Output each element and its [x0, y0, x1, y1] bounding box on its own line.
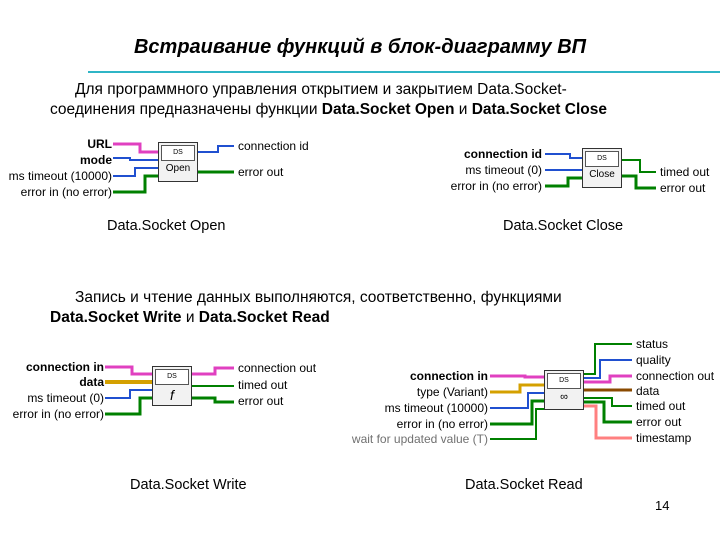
read-glasses-icon: ∞: [560, 391, 568, 403]
close-caption: Data.Socket Close: [503, 218, 624, 234]
ds-tag: DS: [547, 373, 581, 389]
open-out-connection-id: connection id: [238, 139, 309, 153]
open-in-mode: mode: [79, 153, 112, 167]
read-out-data: data: [636, 384, 660, 398]
write-f-icon: f: [170, 387, 174, 403]
read-wires: [490, 343, 632, 440]
read-in-connection: connection in: [410, 369, 488, 383]
close-wires: [545, 153, 656, 190]
open-node-icon: DS Open: [158, 142, 198, 182]
read-in-type: type (Variant): [416, 385, 488, 399]
open-out-error: error out: [238, 165, 284, 179]
rw-line-1: Запись и чтение данных выполняются, соот…: [75, 289, 562, 306]
read-in-wait: wait for updated value (T): [351, 432, 488, 446]
open-caption: Data.Socket Open: [107, 218, 226, 234]
read-out-timed-out: timed out: [636, 399, 686, 413]
write-node-icon: DS f: [152, 366, 192, 406]
open-in-error: error in (no error): [20, 185, 112, 199]
read-in-error: error in (no error): [396, 417, 488, 431]
close-out-error: error out: [660, 181, 706, 195]
intro-line-2: соединения предназначены функции Data.So…: [50, 101, 607, 118]
read-out-status: status: [636, 337, 669, 351]
write-out-timed-out: timed out: [238, 378, 288, 392]
write-out-error: error out: [238, 394, 284, 408]
read-out-error: error out: [636, 415, 682, 429]
title-underline: [88, 71, 720, 73]
close-node-icon: DS Close: [582, 148, 622, 188]
close-node-label: Close: [589, 169, 615, 180]
close-in-timeout: ms timeout (0): [465, 163, 542, 177]
read-out-connection: connection out: [636, 369, 715, 383]
open-in-url: URL: [87, 137, 112, 151]
ds-tag: DS: [161, 145, 195, 161]
open-wires: [113, 142, 234, 194]
close-in-error: error in (no error): [450, 179, 542, 193]
write-in-connection: connection in: [26, 360, 104, 374]
write-in-data: data: [79, 375, 104, 389]
ds-tag: DS: [155, 369, 189, 385]
open-in-timeout: ms timeout (10000): [8, 169, 112, 183]
open-node-label: Open: [165, 163, 191, 174]
ds-tag: DS: [585, 151, 619, 167]
page-number: 14: [655, 498, 670, 513]
read-in-timeout: ms timeout (10000): [384, 401, 488, 415]
read-node-icon: DS ∞: [544, 370, 584, 410]
read-out-timestamp: timestamp: [636, 431, 692, 445]
slide-title: Встраивание функций в блок-диаграмму ВП: [133, 36, 587, 58]
close-out-timed-out: timed out: [660, 165, 710, 179]
write-in-error: error in (no error): [12, 407, 104, 421]
close-in-connection-id: connection id: [464, 147, 542, 161]
write-wires: [105, 365, 234, 416]
write-caption: Data.Socket Write: [130, 477, 247, 493]
write-in-timeout: ms timeout (0): [27, 391, 104, 405]
read-out-quality: quality: [636, 353, 671, 367]
read-caption: Data.Socket Read: [465, 477, 583, 493]
intro-line-1: Для программного управления открытием и …: [75, 81, 567, 98]
rw-line-2: Data.Socket Write и Data.Socket Read: [50, 309, 330, 326]
write-out-connection: connection out: [238, 361, 317, 375]
